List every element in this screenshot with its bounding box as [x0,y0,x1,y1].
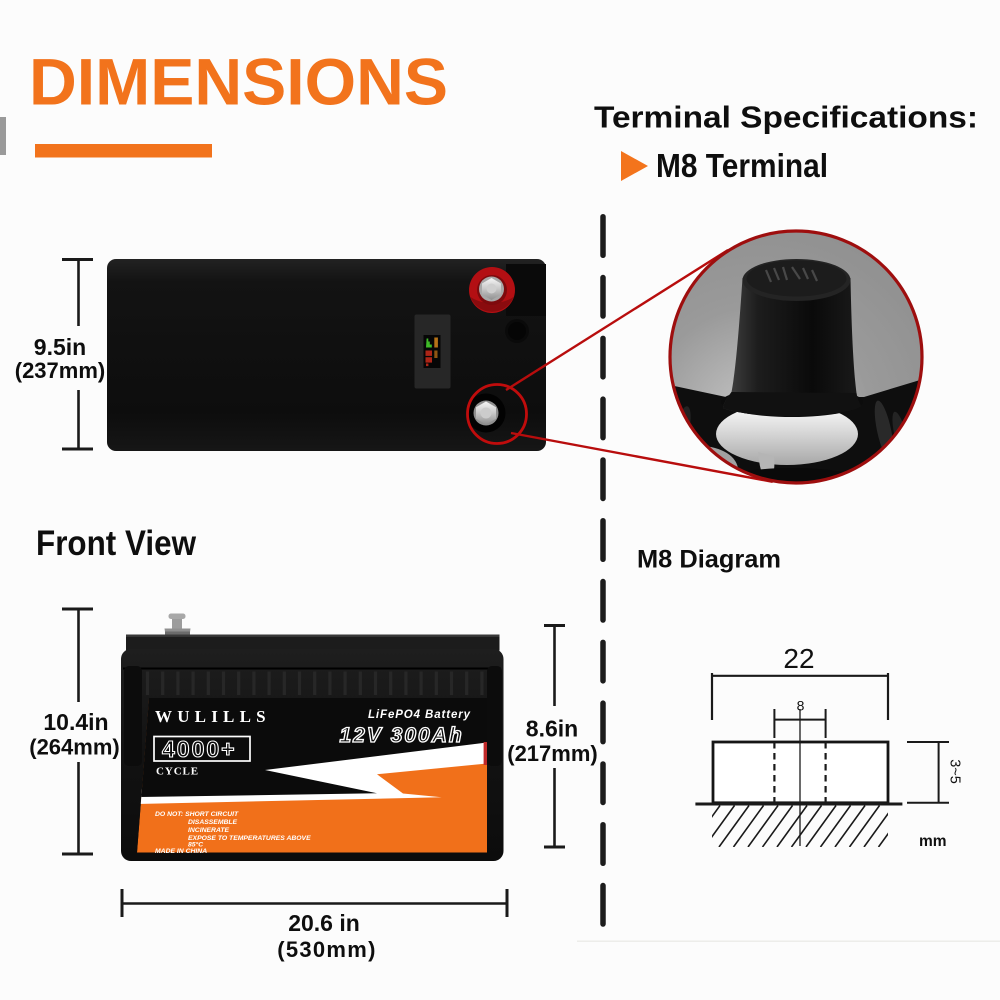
svg-text:M8 Terminal: M8 Terminal [656,147,828,184]
svg-text:EXPOSE TO TEMPERATURES ABOVE: EXPOSE TO TEMPERATURES ABOVE [188,835,311,842]
svg-text:(530mm): (530mm) [277,937,377,962]
svg-text:LiFePO4 Battery: LiFePO4 Battery [368,709,471,721]
svg-text:WULILLS: WULILLS [155,707,271,726]
svg-text:(237mm): (237mm) [15,358,105,383]
svg-text:12V 300Ah: 12V 300Ah [340,724,464,747]
svg-text:MADE IN CHINA: MADE IN CHINA [155,848,207,855]
svg-text:(264mm): (264mm) [29,735,119,760]
svg-text:DO NOT: SHORT CIRCUIT: DO NOT: SHORT CIRCUIT [155,811,239,818]
svg-text:mm: mm [919,833,947,850]
svg-text:Terminal Specifications:: Terminal Specifications: [594,100,978,135]
svg-text:8.6in: 8.6in [526,716,578,742]
svg-text:4000+: 4000+ [162,736,237,762]
svg-text:Front View: Front View [36,524,197,563]
svg-text:(217mm): (217mm) [507,741,597,766]
svg-text:9.5in: 9.5in [34,334,86,360]
svg-text:CYCLE: CYCLE [156,766,199,778]
svg-text:10.4in: 10.4in [43,709,108,735]
svg-text:INCINERATE: INCINERATE [188,827,229,834]
svg-text:DISASSEMBLE: DISASSEMBLE [188,819,238,826]
svg-text:20.6 in: 20.6 in [288,910,360,936]
svg-text:85°C: 85°C [188,841,203,849]
svg-text:DIMENSIONS: DIMENSIONS [29,45,448,119]
svg-text:3~5: 3~5 [947,759,963,784]
svg-text:M8 Diagram: M8 Diagram [637,546,781,574]
svg-text:22: 22 [783,643,814,674]
svg-text:8: 8 [797,698,805,714]
